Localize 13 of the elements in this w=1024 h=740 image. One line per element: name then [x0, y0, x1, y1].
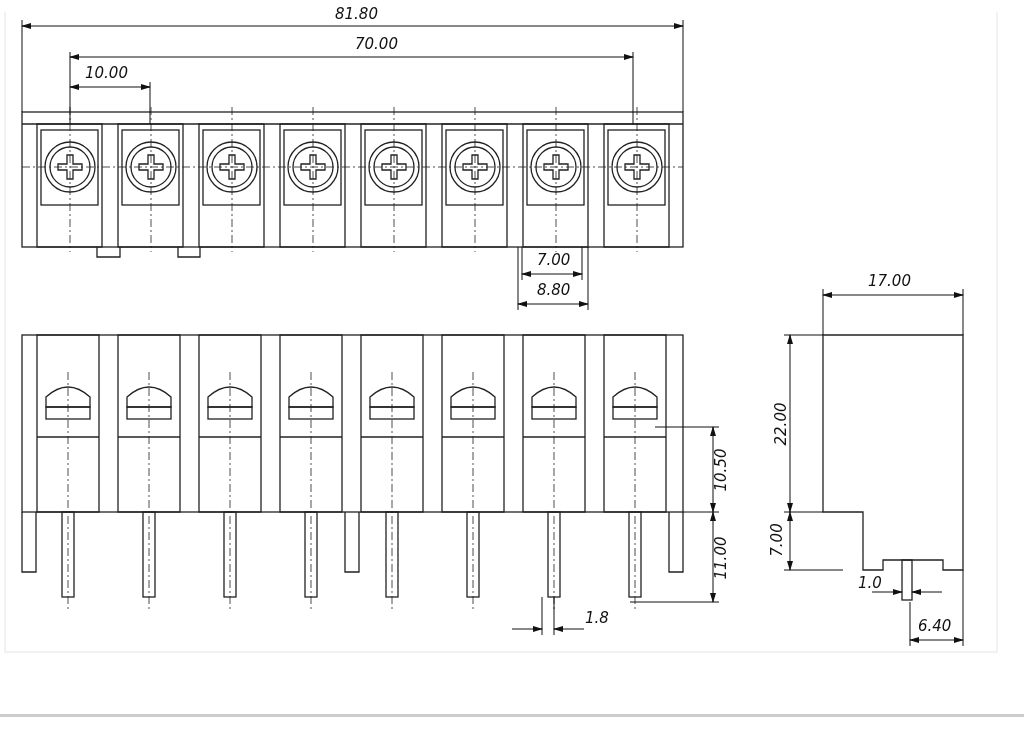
- dimension-label: 17.00: [868, 273, 911, 289]
- dimension-label: 1.8: [585, 610, 609, 626]
- dimension-label: 70.00: [355, 36, 398, 52]
- dimension-label: 8.80: [537, 282, 571, 298]
- dimension-label: 10.50: [713, 448, 730, 492]
- dimension-label: 22.00: [773, 402, 790, 446]
- dimension-label: 7.00: [768, 523, 785, 557]
- dimension-label: 7.00: [537, 252, 571, 268]
- dimension-label: 1.0: [858, 575, 882, 591]
- dimension-label: 81.80: [335, 6, 378, 22]
- dimension-label: 10.00: [85, 65, 128, 81]
- dimension-label: 11.00: [713, 536, 730, 580]
- dimension-label: 6.40: [918, 618, 952, 634]
